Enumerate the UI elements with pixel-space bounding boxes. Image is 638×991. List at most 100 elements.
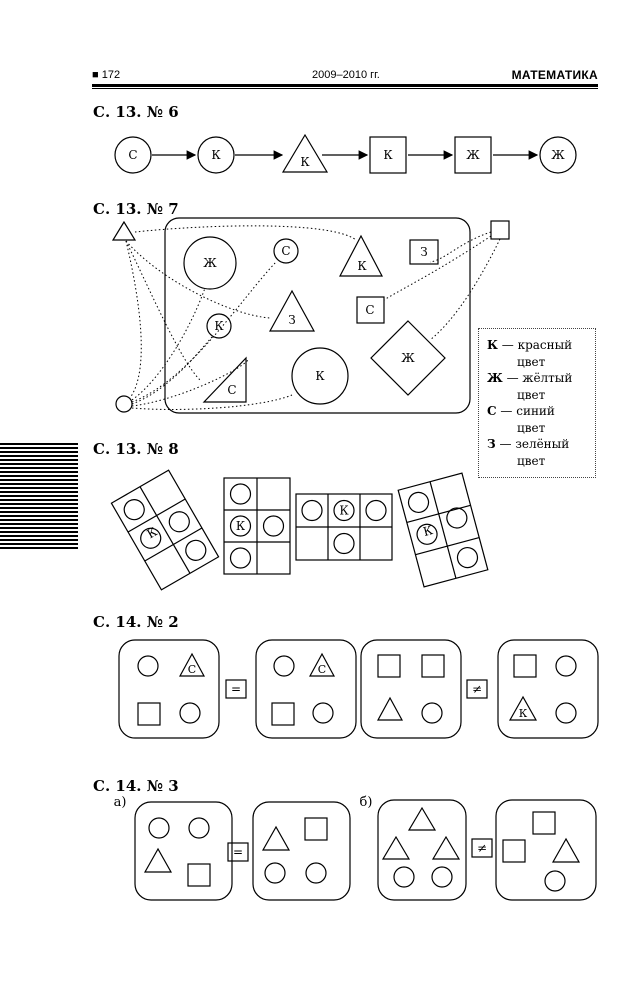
legend-key: С	[487, 404, 497, 418]
circle-k-small	[206, 313, 232, 339]
panel-3	[360, 639, 462, 739]
chain-circle-1	[114, 136, 152, 174]
legend-dash: —	[506, 371, 519, 385]
task2-label: К	[519, 707, 528, 720]
legend-text: цвет	[517, 387, 546, 402]
square-s	[356, 296, 385, 324]
legend-text: цвет	[517, 420, 546, 435]
legend-dash: —	[501, 338, 514, 352]
label-b: б)	[360, 795, 373, 810]
dotted-link	[429, 231, 492, 263]
years: 2009–2010 гг.	[312, 69, 380, 81]
label-k-small: К	[214, 319, 224, 333]
square-z	[409, 239, 439, 265]
dotted-link	[131, 359, 249, 407]
chain-square-2	[454, 136, 492, 174]
label-s: С	[281, 244, 290, 258]
eq-sign: =	[233, 845, 243, 859]
diamond-zh	[370, 320, 446, 396]
chain-circle-2	[197, 136, 235, 174]
grid-label: К	[422, 523, 435, 539]
dotted-link	[383, 235, 492, 301]
dotted-link	[125, 240, 201, 381]
chain-label: Ж	[551, 148, 565, 162]
subject: МАТЕМАТИКА	[511, 68, 598, 82]
chain-label: К	[383, 148, 393, 162]
grid-4	[397, 472, 489, 588]
dotted-link	[429, 238, 501, 341]
grid-1	[110, 469, 220, 591]
grid-label: К	[144, 524, 160, 541]
grid-2	[223, 477, 291, 575]
grid-label: К	[236, 519, 246, 533]
label-s-sq: С	[365, 303, 374, 317]
outer-triangle	[111, 220, 137, 241]
grid-label: К	[339, 504, 349, 518]
legend-text: синий	[516, 404, 555, 418]
right-triangle-s	[202, 356, 247, 403]
diagram7-frame	[164, 217, 471, 414]
chain-label: С	[128, 148, 137, 162]
legend-text: цвет	[517, 453, 546, 468]
label-z-sq: З	[420, 245, 427, 259]
chain-label: Ж	[466, 148, 480, 162]
page-number-text: 172	[101, 69, 121, 81]
legend-text: зелёный	[515, 437, 570, 451]
legend-text: цвет	[517, 354, 546, 369]
legend-row: Ж — жёлтый	[487, 370, 595, 387]
legend-dash: —	[500, 404, 513, 418]
panel-a2	[252, 801, 351, 901]
outer-square	[490, 220, 510, 240]
neq-sign: ≠	[477, 841, 487, 855]
section-title-5: С. 14. № 3	[93, 777, 179, 795]
legend-box: К — красный цвет Ж — жёлтый цвет С — син…	[478, 328, 596, 478]
header-rule	[92, 84, 598, 87]
section-title-1: С. 13. № 6	[93, 103, 179, 121]
legend-key: Ж	[487, 371, 503, 385]
panel-b1	[377, 799, 467, 901]
panel-a1	[134, 801, 233, 901]
header-rule-thin	[92, 88, 598, 89]
panel-b2	[495, 799, 597, 901]
triangle-z	[268, 289, 316, 332]
task2-label: С	[188, 663, 196, 676]
page-header: ■ 172 2009–2010 гг. МАТЕМАТИКА	[92, 66, 598, 89]
panel-1	[118, 639, 220, 739]
grid-3	[295, 493, 393, 561]
legend-dash: —	[499, 437, 512, 451]
dotted-link	[131, 336, 213, 405]
eq-box-a	[227, 842, 249, 862]
label-a: а)	[114, 795, 127, 810]
chain-circle-3	[539, 136, 577, 174]
label-k-big: К	[315, 369, 325, 383]
side-stripe	[0, 443, 78, 549]
task2-label: С	[318, 663, 326, 676]
label-zh: Ж	[203, 256, 217, 270]
dotted-link	[125, 240, 271, 319]
page-number: ■ 172	[92, 69, 121, 81]
legend-row: З — зелёный	[487, 436, 595, 453]
dotted-link	[125, 240, 142, 399]
legend-row: К — красный	[487, 337, 595, 354]
triangle-k	[339, 234, 383, 277]
neq-sign: ≠	[472, 682, 482, 696]
legend-text: жёлтый	[522, 371, 573, 385]
eq-sign: =	[231, 682, 241, 696]
section-title-4: С. 14. № 2	[93, 613, 179, 631]
legend-row: С — синий	[487, 403, 595, 420]
panel-2	[255, 639, 357, 739]
chain-square-1	[369, 136, 407, 174]
dotted-link	[131, 287, 206, 401]
label-zh-diamond: Ж	[401, 351, 415, 365]
label-z-tri: З	[288, 313, 295, 327]
section-title-2: С. 13. № 7	[93, 200, 179, 218]
chain-label: К	[211, 148, 221, 162]
circle-zh	[183, 236, 237, 290]
eq-box	[225, 679, 247, 699]
label-k-tri: К	[357, 259, 367, 273]
circle-k-big	[291, 347, 349, 405]
chain-label: К	[300, 155, 310, 169]
panel-4	[497, 639, 599, 739]
dotted-link	[134, 225, 357, 241]
neq-box-b	[471, 838, 493, 858]
